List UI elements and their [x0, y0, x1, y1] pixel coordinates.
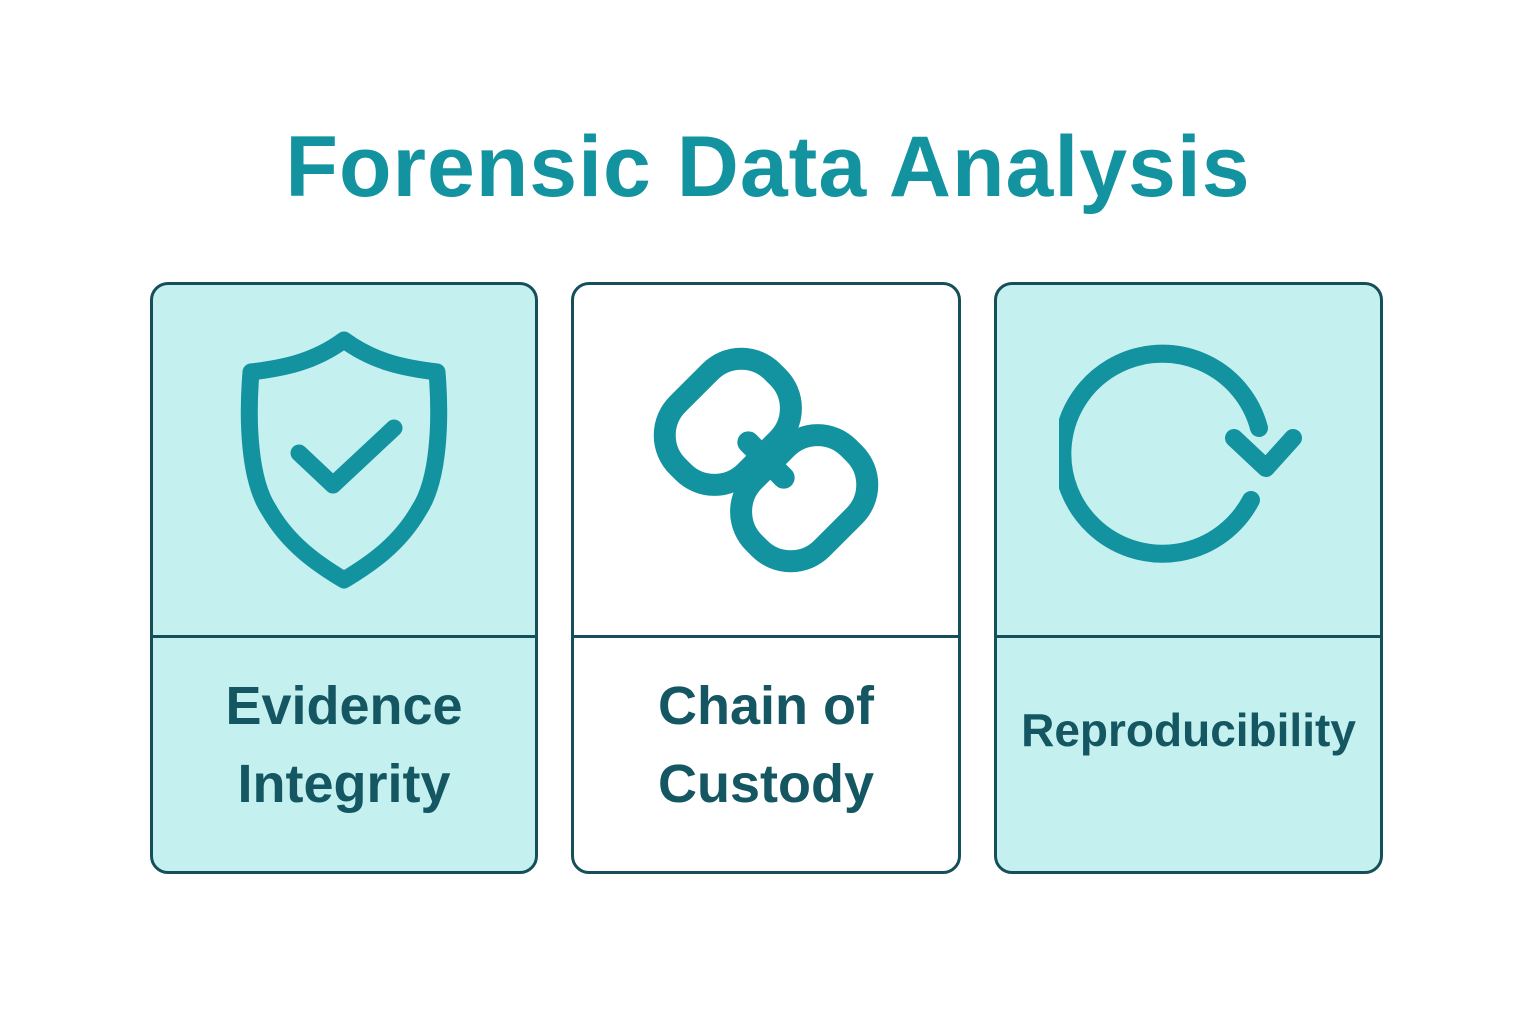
card-label-line1: Evidence	[225, 675, 463, 736]
card-label-line2: Custody	[658, 753, 874, 814]
icon-panel	[997, 285, 1380, 638]
card-label-line2: Integrity	[237, 753, 451, 814]
icon-panel	[153, 285, 535, 638]
card-chain-of-custody: Chain of Custody	[571, 282, 961, 874]
card-label: Evidence Integrity	[153, 638, 535, 871]
icon-panel	[574, 285, 958, 638]
card-label: Chain of Custody	[574, 638, 958, 871]
card-label-line1: Reproducibility	[1021, 703, 1356, 756]
card-label: Reproducibility	[997, 638, 1380, 871]
shield-check-icon	[240, 331, 448, 589]
page-title: Forensic Data Analysis	[285, 119, 1251, 215]
card-label-line1: Chain of	[658, 675, 874, 736]
refresh-arrow-icon	[1058, 344, 1302, 563]
chain-link-icon	[653, 347, 879, 573]
card-evidence-integrity: Evidence Integrity	[150, 282, 538, 874]
card-reproducibility: Reproducibility	[994, 282, 1383, 874]
